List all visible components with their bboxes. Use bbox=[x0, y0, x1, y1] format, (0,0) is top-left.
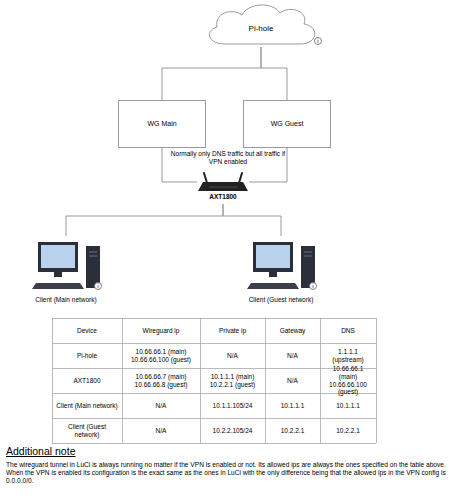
monitor-frame bbox=[38, 242, 78, 272]
monitor-stand bbox=[54, 272, 62, 277]
table-rule bbox=[200, 318, 201, 443]
table-rule bbox=[52, 418, 376, 419]
table-cell: 10.66.66.1 (main) 10.66.66.100 (guest) bbox=[320, 368, 376, 393]
info-icon bbox=[315, 38, 322, 45]
table-cell: 10.2.2.105/24 bbox=[200, 418, 265, 443]
computer-icon bbox=[20, 236, 112, 292]
box-title: WG Main bbox=[147, 120, 176, 128]
table-cell: N/A bbox=[122, 393, 200, 418]
tunnel-line bbox=[66, 204, 223, 236]
router-body bbox=[198, 182, 248, 191]
table-rule bbox=[122, 318, 123, 443]
table-cell: Pi-hole bbox=[52, 343, 122, 368]
computer-node: Client (Guest network) bbox=[235, 236, 327, 308]
keyboard bbox=[32, 283, 84, 289]
router-node: AXT1800 bbox=[197, 172, 249, 204]
computer-tower bbox=[301, 246, 315, 288]
table-header: Device bbox=[52, 318, 122, 343]
table-header: DNS bbox=[320, 318, 376, 343]
tunnel-box: WG Main bbox=[118, 100, 206, 148]
table-header: Wireguard ip bbox=[122, 318, 200, 343]
table-rule bbox=[320, 318, 321, 443]
monitor-frame bbox=[253, 242, 293, 272]
table-header: Gateway bbox=[265, 318, 320, 343]
table-rule bbox=[52, 443, 376, 444]
table-rule bbox=[52, 343, 376, 344]
monitor-screen bbox=[41, 245, 75, 268]
router-stripe bbox=[209, 187, 237, 188]
tunnel-box: WG Guest bbox=[243, 100, 331, 148]
drive-slot bbox=[89, 252, 97, 253]
table-rule bbox=[265, 318, 266, 443]
table-rule bbox=[376, 318, 377, 443]
note-paragraph: The wireguard tunnel in LuCi is always r… bbox=[6, 461, 464, 485]
table-cell: N/A bbox=[265, 368, 320, 393]
table-cell: N/A bbox=[122, 418, 200, 443]
table-cell: Client (Main network) bbox=[52, 393, 122, 418]
table-grid bbox=[52, 318, 377, 444]
table-rule bbox=[52, 318, 376, 319]
router-antenna bbox=[239, 173, 242, 183]
table-cell: 10.2.2.1 bbox=[320, 418, 376, 443]
table-cell: N/A bbox=[265, 343, 320, 368]
table-cell: 10.1.1.1 bbox=[265, 393, 320, 418]
table-header: Private ip bbox=[200, 318, 265, 343]
node-label: Client (Guest network) bbox=[249, 296, 314, 304]
table-cell: Client (Guest network) bbox=[52, 418, 122, 443]
box-title: WG Guest bbox=[271, 120, 304, 128]
note-heading: Additional note bbox=[6, 445, 206, 458]
tunnel-line bbox=[223, 204, 281, 236]
table-rule bbox=[52, 393, 376, 394]
node-label: Pi-hole bbox=[249, 24, 274, 34]
tunnel-line bbox=[261, 47, 287, 100]
table-cell: 10.66.66.7 (main) 10.66.66.8 (guest) bbox=[122, 368, 200, 393]
table-cell: 10.66.66.1 (main) 10.66.66.100 (guest) bbox=[122, 343, 200, 368]
table-cell: 10.1.1.105/24 bbox=[200, 393, 265, 418]
table-cell: AXT1800 bbox=[52, 368, 122, 393]
keyboard bbox=[247, 283, 299, 289]
table-cell: N/A bbox=[200, 343, 265, 368]
drive-slot bbox=[304, 252, 312, 253]
router-antenna bbox=[204, 173, 207, 183]
node-label: Client (Main network) bbox=[35, 296, 96, 304]
node-label: AXT1800 bbox=[209, 193, 236, 201]
monitor-stand bbox=[269, 272, 277, 277]
table-cell: 10.2.2.1 bbox=[265, 418, 320, 443]
tunnel-line bbox=[162, 47, 261, 100]
traffic-note: Normally only DNS traffic but all traffi… bbox=[166, 150, 290, 166]
cloud-node: Pi-hole bbox=[200, 2, 322, 47]
computer-node: Client (Main network) bbox=[20, 236, 112, 308]
monitor-screen bbox=[256, 245, 290, 268]
computer-tower bbox=[86, 246, 100, 288]
drive-slot bbox=[89, 256, 97, 257]
computer-icon bbox=[235, 236, 327, 292]
table-cell: 10.1.1.1 bbox=[320, 393, 376, 418]
table-cell: 10.1.1.1 (main) 10.2.2.1 (guest) bbox=[200, 368, 265, 393]
table-rule bbox=[52, 368, 376, 369]
table-rule bbox=[52, 318, 53, 443]
drive-slot bbox=[304, 256, 312, 257]
cloud-outline bbox=[209, 5, 314, 44]
router-icon bbox=[197, 172, 249, 192]
table-cell: 1.1.1.1 (upstream) bbox=[320, 343, 376, 368]
